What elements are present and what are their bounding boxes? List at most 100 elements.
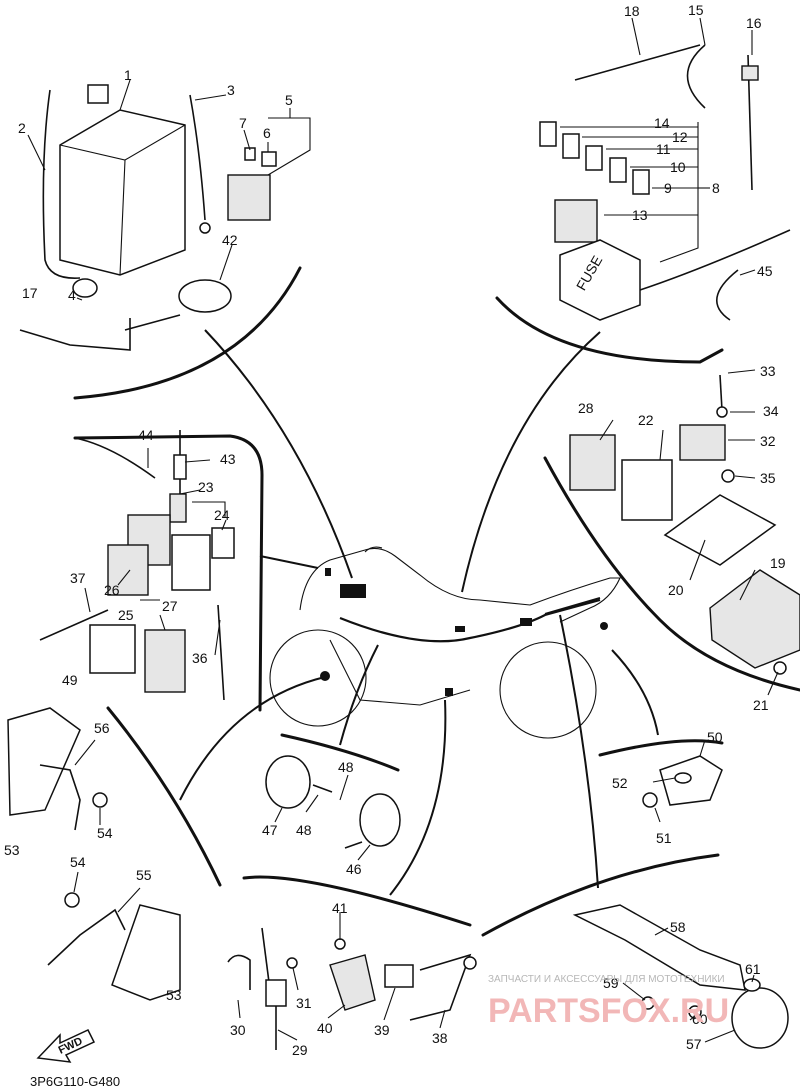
signal-group: FWD — [7, 707, 181, 1063]
callout-42: 42 — [222, 232, 238, 248]
frame-switch-group — [242, 875, 472, 927]
frame-signal-group — [106, 706, 222, 887]
leader-relay — [259, 555, 319, 569]
leader-ecu — [544, 597, 601, 615]
horn-46 — [359, 793, 401, 847]
leader-reflector — [611, 649, 659, 736]
callout-34: 34 — [763, 403, 779, 419]
reflector-50 — [659, 755, 723, 806]
front-signal-point — [320, 671, 330, 681]
cable-tie-18 — [574, 44, 701, 81]
fuse-10 — [609, 157, 627, 183]
nut-21 — [773, 661, 787, 675]
plate-light-group — [572, 904, 789, 1049]
fuse-43 — [173, 454, 187, 480]
battery-group — [19, 84, 277, 351]
battery-edges — [59, 124, 186, 276]
callout-25: 25 — [118, 607, 134, 623]
frame-reflector-group — [598, 739, 724, 757]
callout-37: 37 — [70, 570, 86, 586]
callout-46: 46 — [346, 861, 362, 877]
callout-17: 17 — [22, 285, 38, 301]
lamp-57 — [731, 987, 789, 1049]
callout-14: 14 — [654, 115, 670, 131]
callout-labels: 1 2 3 4 5 6 7 8 9 10 11 12 13 14 15 16 1… — [4, 2, 786, 1058]
bolt-33 — [719, 374, 723, 411]
socket-wire — [124, 314, 181, 331]
callout-23: 23 — [198, 479, 214, 495]
frame-battery-group — [73, 266, 302, 400]
callout-30: 30 — [230, 1022, 246, 1038]
fuse-harness — [639, 229, 791, 291]
bulb-61 — [743, 978, 761, 992]
callout-3: 3 — [227, 82, 235, 98]
leader-plate — [559, 614, 599, 889]
frame-ecu-group — [543, 456, 800, 692]
washer-52 — [674, 772, 692, 784]
callout-5: 5 — [285, 92, 293, 108]
washer-60 — [688, 1005, 702, 1019]
fuse-14 — [539, 121, 557, 147]
nut-35 — [721, 469, 735, 483]
bracket-30 — [227, 954, 251, 990]
relay-25 — [171, 534, 211, 591]
callout-24: 24 — [214, 507, 230, 523]
relay-location — [325, 568, 331, 576]
fuse-box — [559, 239, 641, 321]
callout-9: 9 — [664, 180, 672, 196]
callout-33: 33 — [760, 363, 776, 379]
bracket-20 — [663, 494, 777, 566]
callout-55: 55 — [136, 867, 152, 883]
callout-32: 32 — [760, 433, 776, 449]
callout-35: 35 — [760, 470, 776, 486]
callout-27: 27 — [162, 598, 178, 614]
callout-40: 40 — [317, 1020, 333, 1036]
stay-55 — [47, 908, 126, 966]
connector-23 — [169, 493, 187, 523]
callout-28: 28 — [578, 400, 594, 416]
callout-26: 26 — [104, 582, 120, 598]
callout-56: 56 — [94, 720, 110, 736]
relay-connector — [261, 151, 277, 167]
relay-bolt — [244, 147, 256, 161]
frame-horn-group — [280, 733, 400, 772]
stay-56 — [39, 764, 81, 831]
fuse-9 — [632, 169, 650, 195]
callout-1: 1 — [124, 67, 132, 83]
ecu-19 — [709, 569, 800, 669]
fuse-11 — [585, 145, 603, 171]
lead-ring-terminal — [199, 222, 211, 234]
fuse-holder-13 — [554, 199, 598, 243]
diagram-code: 3P6G110-G480 — [30, 1074, 120, 1089]
callout-10: 10 — [670, 159, 686, 175]
callout-51: 51 — [656, 830, 672, 846]
motorcycle-outline — [269, 546, 621, 739]
rear-reflector-group — [642, 755, 723, 808]
nut-54a — [92, 792, 108, 808]
callout-58: 58 — [670, 919, 686, 935]
relay-leaders — [140, 501, 226, 601]
callout-19: 19 — [770, 555, 786, 571]
switch-38 — [463, 956, 477, 970]
cable-tie-17 — [19, 318, 131, 351]
callout-48b: 48 — [296, 822, 312, 838]
callout-50: 50 — [707, 729, 723, 745]
reflector-53b — [111, 904, 181, 1001]
leader-signal — [179, 676, 326, 801]
switch-location — [445, 688, 453, 696]
callout-7: 7 — [239, 115, 247, 131]
callout-20: 20 — [668, 582, 684, 598]
horn-group — [265, 755, 401, 849]
callout-48a: 48 — [338, 759, 354, 775]
fuse-leaders — [560, 122, 699, 263]
callout-31: 31 — [296, 995, 312, 1011]
relay-28 — [569, 434, 616, 491]
bike-frame-lower — [329, 639, 471, 706]
group-frames — [73, 266, 800, 937]
switch-29 — [265, 979, 287, 1007]
flasher-22 — [621, 459, 673, 521]
callout-38: 38 — [432, 1030, 448, 1046]
reflector-53a — [7, 707, 81, 816]
horn-bolts-48 — [312, 784, 363, 849]
callout-21: 21 — [753, 697, 769, 713]
